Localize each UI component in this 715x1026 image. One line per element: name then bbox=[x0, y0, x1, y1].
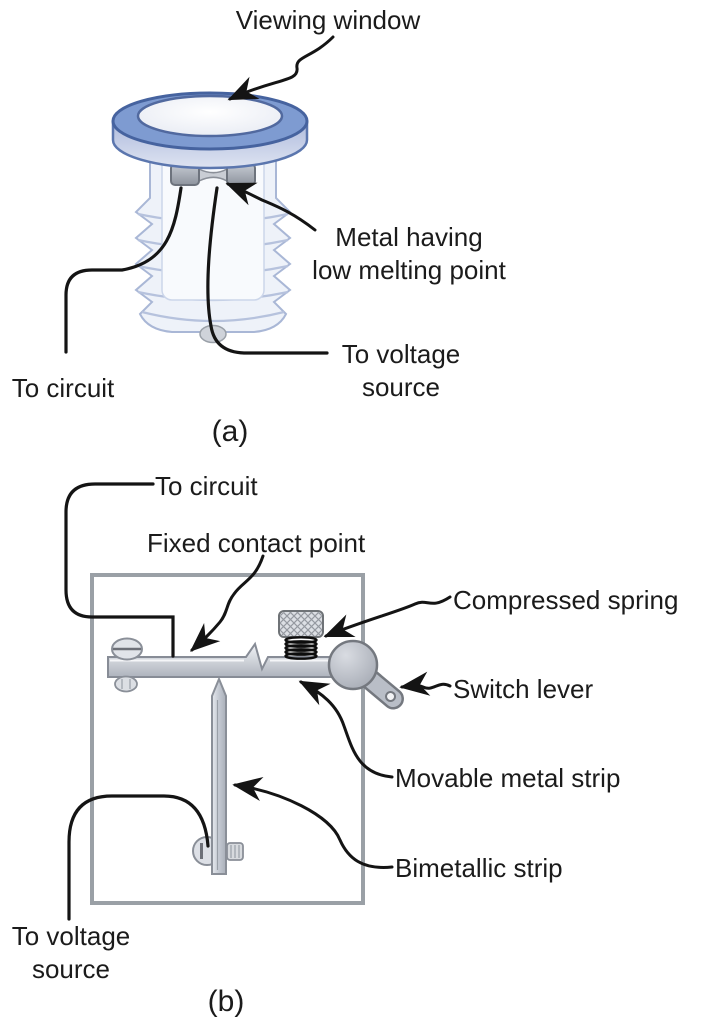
viewing-window-ring bbox=[111, 91, 309, 170]
contact-screw bbox=[111, 637, 143, 693]
knurled-screw bbox=[278, 610, 324, 638]
circuit-breaker-illustration bbox=[64, 482, 452, 921]
label-viewing-window: Viewing window bbox=[235, 5, 421, 35]
leader-viewing-window bbox=[227, 35, 335, 101]
wire-to-circuit-b bbox=[64, 482, 175, 658]
wire-to-voltage-a bbox=[206, 186, 329, 355]
terminal-screw-threads bbox=[226, 842, 244, 861]
caption-b: (b) bbox=[207, 985, 245, 1018]
compressed-spring-coil bbox=[284, 636, 318, 660]
leader-bimetallic-strip bbox=[232, 776, 394, 869]
leader-metal-low-melting bbox=[225, 182, 317, 232]
label-to-voltage-source-a: To voltage source bbox=[341, 339, 461, 402]
wire-to-circuit-a bbox=[64, 186, 183, 354]
leader-switch-lever bbox=[399, 671, 452, 696]
label-to-voltage-source-b: To voltage source bbox=[11, 921, 131, 984]
label-bimetallic-strip: Bimetallic strip bbox=[395, 853, 563, 883]
leader-fixed-contact-point bbox=[189, 554, 265, 652]
label-switch-lever: Switch lever bbox=[453, 674, 594, 704]
fuse-illustration bbox=[64, 35, 335, 355]
label-metal-low-melting: Metal having low melting point bbox=[312, 222, 506, 285]
wire-to-voltage-b bbox=[67, 794, 210, 921]
label-fixed-contact-point: Fixed contact point bbox=[147, 528, 366, 558]
label-to-circuit-b: To circuit bbox=[155, 471, 258, 501]
leader-compressed-spring bbox=[323, 595, 452, 638]
caption-a: (a) bbox=[211, 415, 249, 448]
bimetallic-strip bbox=[211, 676, 227, 875]
movable-metal-strip bbox=[107, 641, 339, 678]
switch-lever bbox=[327, 639, 404, 710]
leader-movable-metal-strip bbox=[298, 680, 394, 779]
viewing-window-glass bbox=[136, 94, 284, 138]
label-movable-metal-strip: Movable metal strip bbox=[395, 763, 621, 793]
label-to-circuit-a: To circuit bbox=[11, 373, 115, 403]
switch-lever-knob bbox=[327, 639, 379, 691]
label-compressed-spring: Compressed spring bbox=[453, 585, 679, 615]
